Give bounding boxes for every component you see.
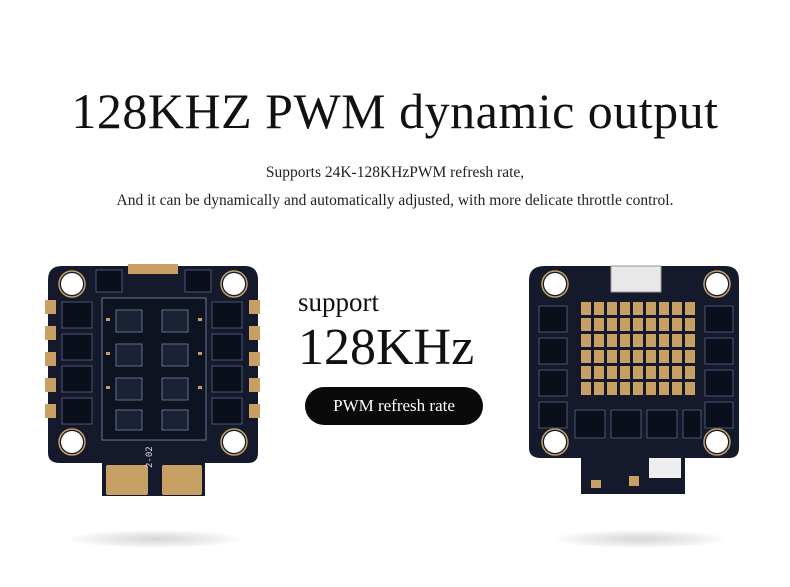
esc-board-top-image: 2-02 [45,264,260,496]
page-title: 128KHZ PWM dynamic output [71,83,719,139]
support-label: support [298,287,379,317]
esc-board-bottom-image [529,265,739,494]
subtitle-line-2: And it can be dynamically and automatica… [116,192,674,209]
board-shadow-left [70,530,240,548]
frequency-label: 128KHz [298,319,475,376]
board-shadow-right [555,530,725,548]
pwm-refresh-rate-badge: PWM refresh rate [305,387,483,425]
svg-text:2-02: 2-02 [145,446,155,468]
subtitle-line-1: Supports 24K-128KHzPWM refresh rate, [265,164,525,181]
